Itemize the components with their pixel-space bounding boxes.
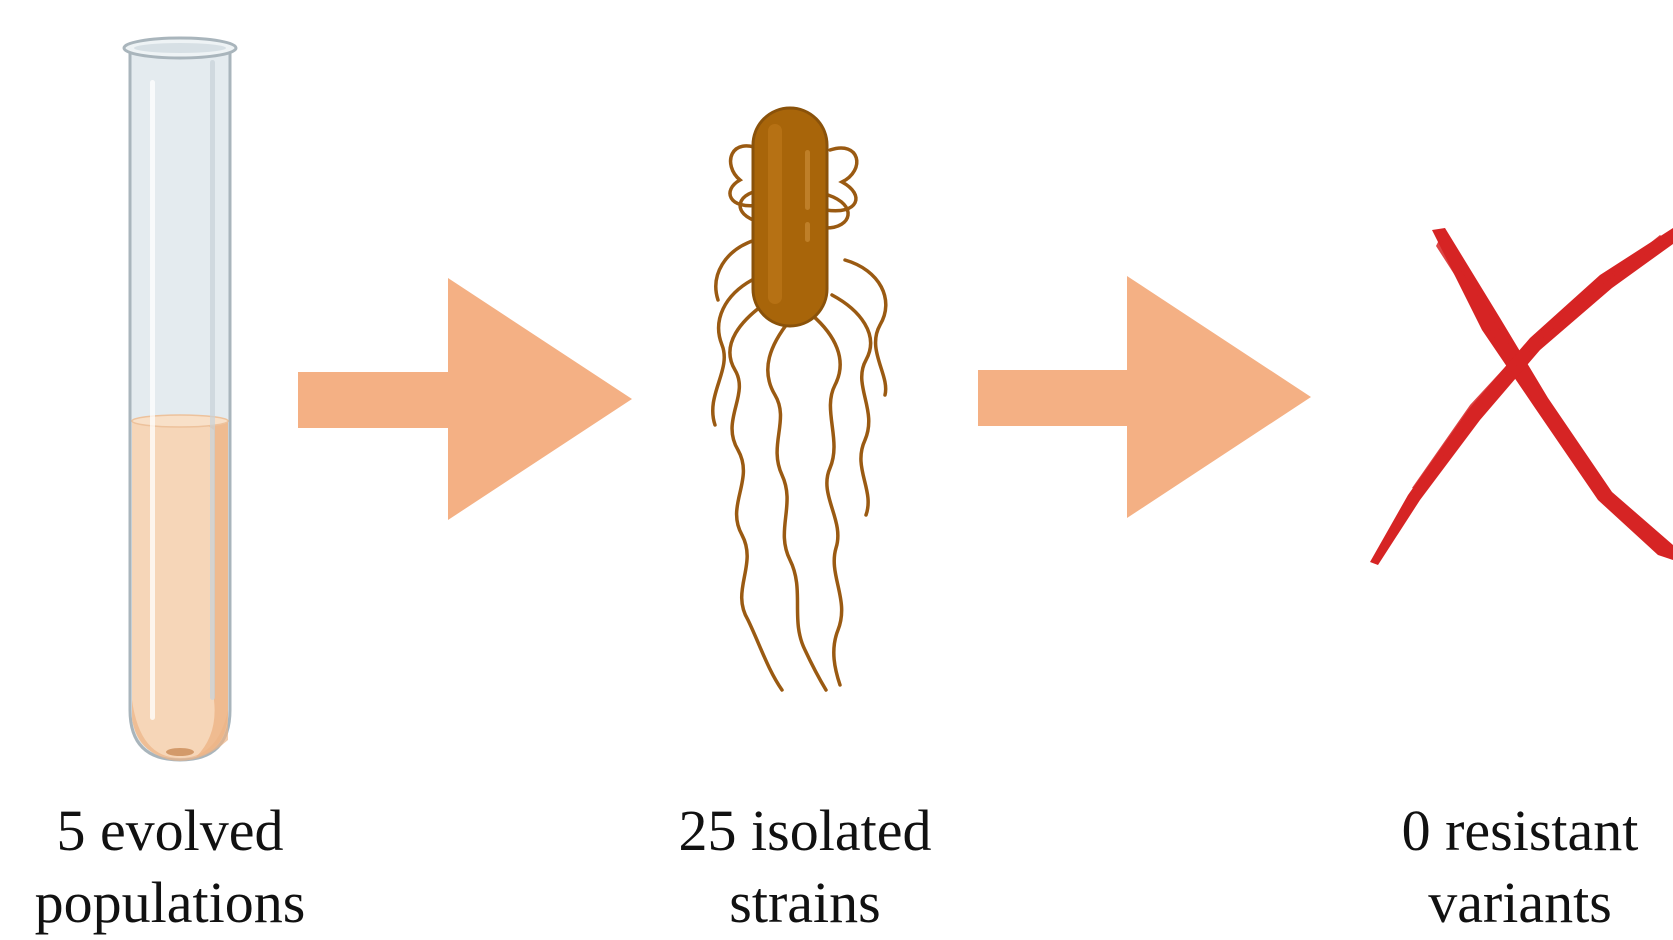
caption-evolved-populations: 5 evolved populations [0, 795, 340, 939]
bacterium-icon [713, 108, 886, 690]
caption-isolated-strains: 25 isolated strains [645, 795, 965, 939]
caption-resistant-variants: 0 resistant variants [1365, 795, 1673, 939]
caption-line: 5 evolved [0, 795, 340, 867]
caption-line: 25 isolated [645, 795, 965, 867]
caption-line: populations [0, 867, 340, 939]
arrow-right-icon [298, 278, 632, 520]
caption-line: variants [1365, 867, 1673, 939]
caption-line: strains [645, 867, 965, 939]
caption-line: 0 resistant [1365, 795, 1673, 867]
red-x-icon [1370, 228, 1673, 565]
arrow-right-icon [978, 276, 1311, 518]
test-tube-icon [124, 38, 236, 761]
